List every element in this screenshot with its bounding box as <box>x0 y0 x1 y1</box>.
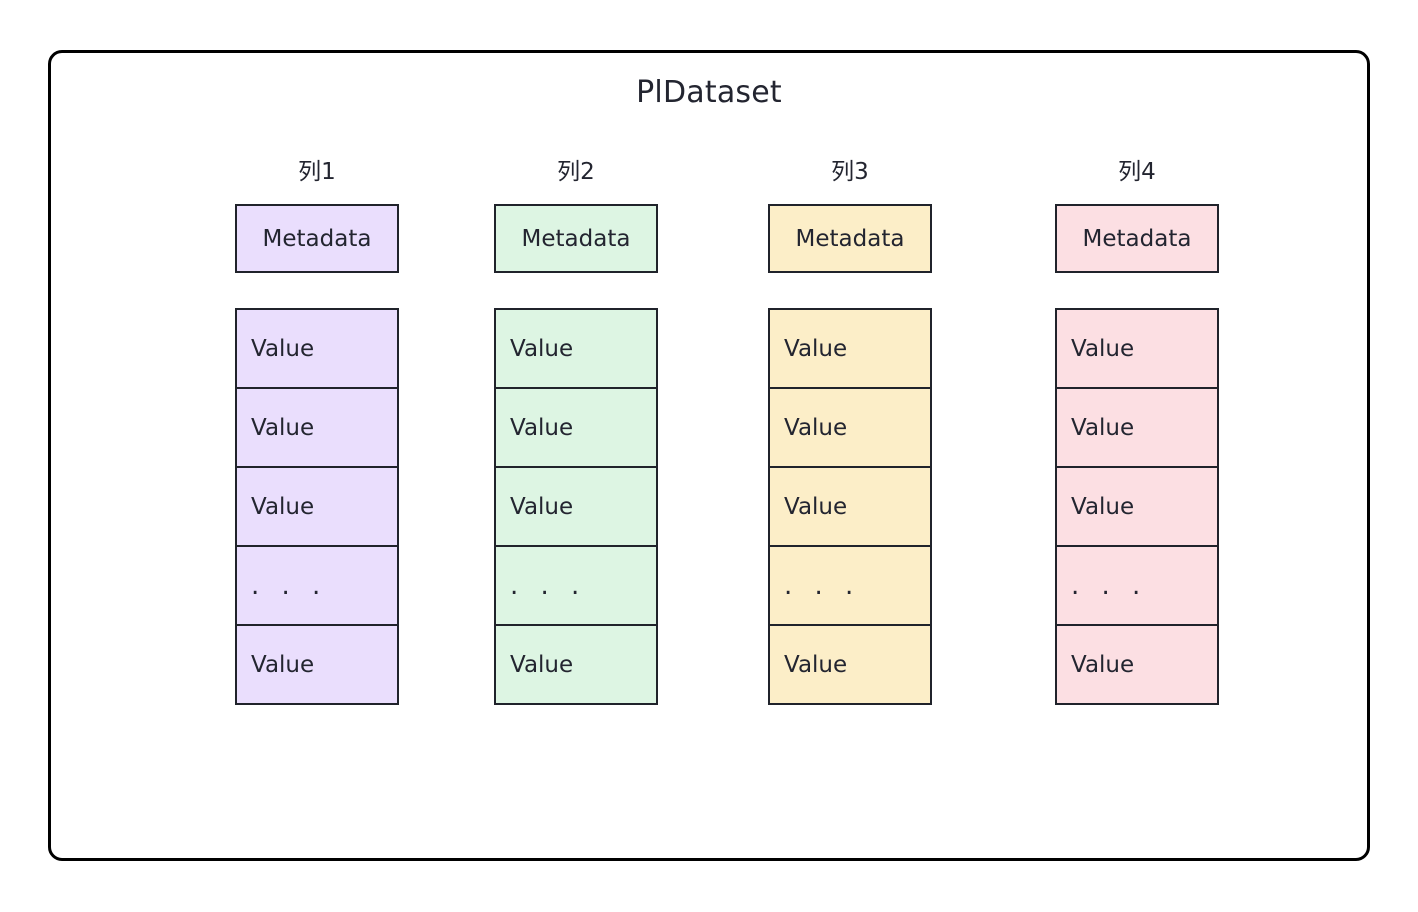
value-cell: Value <box>496 626 656 705</box>
column-header-2: 列2 <box>557 159 595 185</box>
metadata-box-4: Metadata <box>1055 204 1219 273</box>
ellipsis-cell: . . . <box>496 547 656 626</box>
ellipsis-cell: . . . <box>237 547 397 626</box>
value-cell: Value <box>496 468 656 547</box>
metadata-box-2: Metadata <box>494 204 658 273</box>
column-header-4: 列4 <box>1118 159 1156 185</box>
value-cell: Value <box>1057 626 1217 705</box>
ellipsis-cell: . . . <box>770 547 930 626</box>
value-cell: Value <box>770 468 930 547</box>
column-header-1: 列1 <box>298 159 336 185</box>
value-cell: Value <box>496 310 656 389</box>
value-cell: Value <box>1057 468 1217 547</box>
metadata-box-3: Metadata <box>768 204 932 273</box>
value-cell: Value <box>496 389 656 468</box>
page-title: PlDataset <box>636 75 782 110</box>
value-cell: Value <box>237 310 397 389</box>
value-cell: Value <box>770 389 930 468</box>
ellipsis-cell: . . . <box>1057 547 1217 626</box>
value-cell: Value <box>237 468 397 547</box>
value-cell: Value <box>1057 310 1217 389</box>
value-cell: Value <box>237 626 397 705</box>
value-cell: Value <box>1057 389 1217 468</box>
column-header-3: 列3 <box>831 159 869 185</box>
metadata-box-1: Metadata <box>235 204 399 273</box>
value-cell: Value <box>770 310 930 389</box>
value-cell: Value <box>770 626 930 705</box>
value-cell: Value <box>237 389 397 468</box>
